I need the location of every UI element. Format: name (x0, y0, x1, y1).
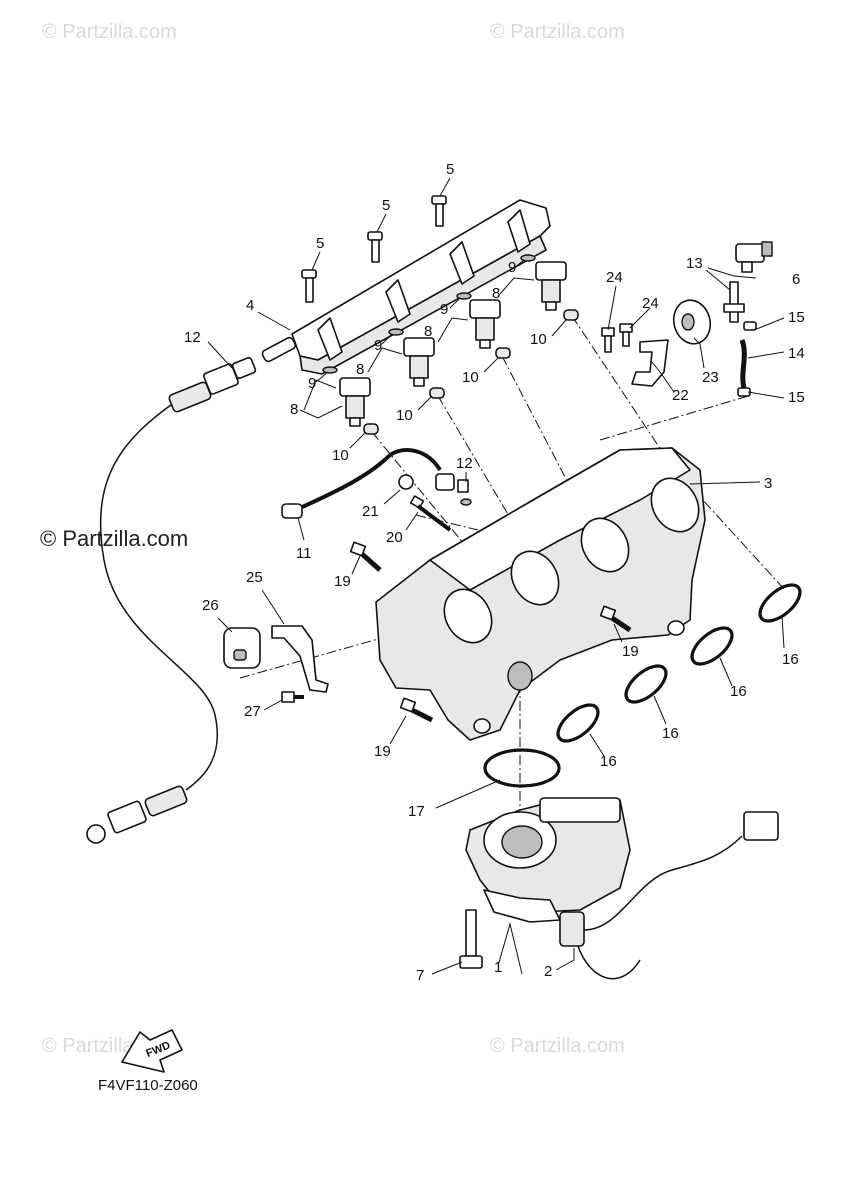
callout-25: 25 (246, 569, 263, 586)
callout-5-c: 5 (446, 161, 454, 178)
diagram-code: F4VF110-Z060 (98, 1077, 198, 1094)
seal-10-d (563, 309, 579, 321)
callout-12: 12 (456, 455, 473, 472)
injector-8-d (535, 261, 567, 311)
o-ring-16-d (556, 703, 600, 743)
o-ring-16-b (690, 626, 734, 666)
callout-16-d: 16 (600, 753, 617, 770)
callout-4: 4 (246, 297, 254, 314)
clamp-15-a (743, 321, 757, 331)
bolt-27 (281, 691, 304, 703)
callout-2: 2 (544, 963, 552, 980)
callout-9-b: 9 (440, 301, 448, 318)
callout-1: 1 (494, 959, 502, 976)
callout-15-a: 15 (788, 309, 805, 326)
callout-8-d: 8 (290, 401, 298, 418)
seal-10-c (495, 347, 511, 359)
callout-16-a: 16 (782, 651, 799, 668)
bolt-7 (459, 909, 483, 969)
fuel-hose-11 (281, 448, 455, 519)
temp-sensor-12 (457, 479, 472, 506)
injector-8-a (339, 377, 371, 427)
callout-15-b: 15 (788, 389, 805, 406)
callout-6: 6 (792, 271, 800, 288)
injector-8-b (403, 337, 435, 387)
throttle-body-1 (465, 797, 631, 923)
callout-24-b: 24 (642, 295, 659, 312)
callout-21: 21 (362, 503, 379, 520)
screw-5-a (301, 269, 317, 303)
seal-10-a (363, 423, 379, 435)
callout-16-c: 16 (662, 725, 679, 742)
damper-23 (672, 299, 712, 345)
callout-11: 11 (296, 545, 312, 562)
fwd-arrow: FWD (121, 1029, 183, 1073)
bracket-22 (631, 339, 669, 387)
watermark-top-right: © Partzilla.com (490, 21, 625, 43)
callout-labels: 5 5 5 4 12 13 6 15 14 15 23 22 24 24 9 9… (184, 161, 805, 984)
leader-lines (207, 177, 785, 975)
bolt-19-b (599, 605, 632, 633)
bolt-24-b (619, 323, 633, 347)
callout-10-b: 10 (462, 369, 479, 386)
bolt-20 (409, 495, 452, 532)
callout-23: 23 (702, 369, 719, 386)
callout-9-d: 9 (308, 375, 316, 392)
callout-9-a: 9 (508, 259, 516, 276)
callout-14: 14 (788, 345, 805, 362)
bolt-24-a (601, 327, 615, 353)
callout-10-c: 10 (396, 407, 413, 424)
o-ring-9-a (322, 366, 338, 374)
screw-5-c (431, 195, 447, 227)
watermark-center-left: © Partzilla.com (40, 526, 188, 551)
connector-harness-18 (86, 356, 257, 844)
callout-10-d: 10 (332, 447, 349, 464)
callout-27: 27 (244, 703, 261, 720)
callout-8-a: 8 (492, 285, 500, 302)
callout-22: 22 (672, 387, 689, 404)
bolt-19-a (349, 541, 382, 572)
hose-14 (739, 339, 747, 389)
o-ring-9-c (456, 292, 472, 300)
callout-18: 12 (184, 329, 201, 346)
injector-8-c (469, 299, 501, 349)
bolt-19-c (399, 697, 434, 723)
watermark-bottom-right: © Partzilla.com (490, 1035, 625, 1057)
callout-24-a: 24 (606, 269, 623, 286)
callout-19-c: 19 (374, 743, 391, 760)
callout-9-c: 9 (374, 337, 382, 354)
watermark-top-left: © Partzilla.com (42, 21, 177, 43)
callout-10-a: 10 (530, 331, 547, 348)
callout-7: 7 (416, 967, 424, 984)
seal-10-b (429, 387, 445, 399)
grommet-21 (398, 474, 414, 490)
callout-8-c: 8 (356, 361, 364, 378)
fuel-rail-4 (261, 199, 551, 375)
callout-8-b: 8 (424, 323, 432, 340)
bracket-25 (271, 625, 329, 693)
screw-5-b (367, 231, 383, 263)
callout-19-b: 19 (622, 643, 639, 660)
o-ring-9-d (520, 254, 536, 262)
callout-3: 3 (764, 475, 772, 492)
o-ring-16-a (758, 583, 802, 623)
tps-sensor-2 (559, 811, 779, 980)
callout-17: 17 (408, 803, 425, 820)
gasket-17 (483, 748, 561, 788)
o-ring-16-c (624, 664, 668, 704)
callout-5-a: 5 (316, 235, 324, 252)
callout-16-b: 16 (730, 683, 747, 700)
damper-26 (223, 627, 261, 669)
callout-26: 26 (202, 597, 219, 614)
hose-fitting-13 (723, 281, 745, 323)
callout-20: 20 (386, 529, 403, 546)
pressure-sensor-6 (735, 241, 773, 273)
callout-5-b: 5 (382, 197, 390, 214)
callout-19-a: 19 (334, 573, 351, 590)
o-ring-9-b (388, 328, 404, 336)
intake-manifold-3 (375, 447, 706, 741)
callout-13: 13 (686, 255, 703, 272)
